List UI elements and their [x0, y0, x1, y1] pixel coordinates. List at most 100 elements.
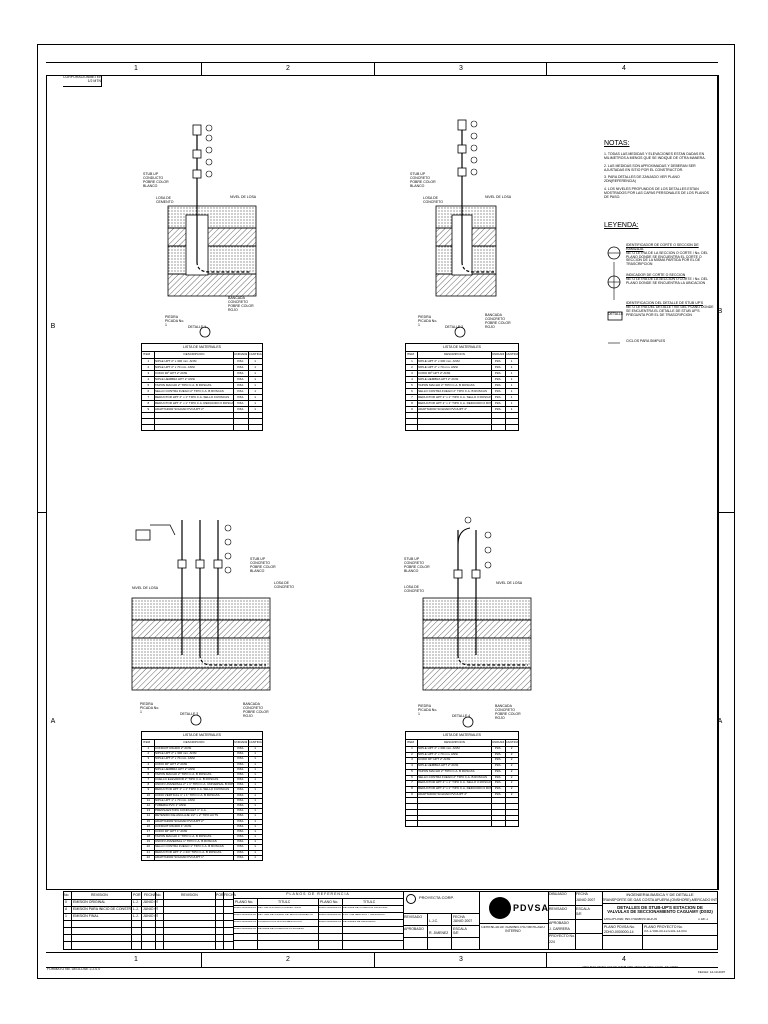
materials-item-cell: 5 [411, 768, 413, 773]
rev-row-por: L.J. [133, 907, 139, 911]
materials-table-caption: LISTA DE MATERIALES [142, 732, 262, 740]
zone-divider-left [37, 512, 46, 513]
materials-quantity-cell [249, 424, 262, 430]
materials-header-cell: DESCRIPCION [183, 352, 205, 356]
materials-quantity-cell: 1 [254, 407, 256, 411]
materials-description-cell: NIPLE HPT 2" x 70 mm. ANSI [154, 756, 195, 761]
zone-col-2-bottom: 2 [286, 956, 290, 963]
materials-table-row [406, 797, 518, 805]
materials-description-cell: PRENSAESTOPA CONDULET 1" C.A. [154, 808, 207, 813]
materials-quantity-cell: 1 [254, 803, 256, 807]
note-item: 2. LAS MEDIDAS SON APROXIMADAS Y DEBERAN… [604, 163, 696, 172]
materials-units-cell: PZA. [494, 774, 502, 779]
note-item: 1. TODAS LAS MEDIDAS Y ELEVACIONES ESTAN… [604, 152, 706, 160]
materials-units-cell: PZA. [237, 803, 245, 807]
escala-label: ESCALA [576, 907, 590, 911]
ref-row-plano: 2DHO-0000000-01 [234, 907, 256, 909]
zone-row-b-right: B [717, 308, 723, 315]
materials-item-cell: 1 [411, 359, 413, 363]
materials-item-cell: 6 [411, 389, 413, 393]
materials-description-cell: NIPLE HEMBRA HPT 2" ANSI [418, 377, 459, 381]
materials-quantity-cell: 1 [254, 746, 256, 750]
materials-header-cell: UNIDADES [234, 740, 247, 744]
ref-row-plano-2: 2DHO-0000000-03 [319, 921, 341, 923]
drawing-sheet-frame [37, 44, 735, 979]
stamp-line-1: CORPORACIONMETER [63, 75, 102, 79]
materials-item-cell: 6 [147, 389, 150, 393]
rev-header-fecha: FECHA [144, 893, 156, 897]
detail-4-tag: DETALLE 4 [452, 714, 471, 719]
materials-description-cell: NIPLE HPT 2" x 70 mm. ANSI [418, 365, 458, 369]
rev-row-no: 1 [65, 914, 67, 918]
materials-description-cell: TAPON MACHO 1" TIPO C.A. B ROSCAS [154, 834, 212, 839]
materials-description-cell: NIPLE HPT 2" x 300 mm. ANSI [418, 359, 460, 363]
materials-quantity-cell: 2 [510, 763, 513, 768]
detail-1-label-stub: STUB UP CONDUCTO POBRE COLOR BLANCO [143, 172, 169, 188]
dibujado-value: J. CARRERA [549, 927, 570, 931]
materials-description-cell: NIPLE HEMBRA HPT 2" ANSI [154, 766, 196, 771]
materials-units-cell: PZA. [237, 818, 245, 823]
signature-block: DIBUJADO FECHA JUNIO 2007 REVISADO ESCAL… [548, 891, 603, 950]
materials-description-cell: REDUCTOR HPT 2" x 1" TIPO C.A. SELLO 0 R… [154, 787, 230, 792]
ref-row-titulo-2: DETALLE DE CONEXION PRINCIPAL [343, 907, 388, 909]
materials-quantity-cell: 1 [254, 359, 256, 363]
company-role-label: REVISADO [404, 915, 423, 919]
materials-item-cell: 7 [147, 395, 150, 399]
materials-quantity-cell: 1 [254, 365, 256, 369]
materials-header-cell: DESCRIPCION [444, 352, 465, 356]
zone-col-3-bottom: 3 [459, 956, 463, 963]
ref-row-plano: 2DHO-0000000-02 [234, 914, 256, 916]
rev-row-fecha: JUNIO 07 [143, 914, 159, 918]
notes-block: NOTAS: 1. TODAS LAS MEDIDAS Y ELEVACIONE… [604, 140, 712, 200]
materials-description-cell: CODO 90º HPT 2" ANSI [418, 757, 451, 762]
aprobado-label: APROBADO [549, 921, 569, 925]
materials-quantity-cell: 2 [510, 791, 513, 796]
materials-item-cell [407, 820, 417, 826]
proyecto-label: PROYECTO No. [549, 934, 575, 938]
materials-quantity-cell: 2 [510, 774, 513, 779]
materials-header-cell: ITEM [142, 740, 151, 744]
legend-detail-tag: DETALLE [608, 312, 624, 316]
zone-row-a-left: A [50, 718, 56, 725]
materials-description-cell: TAPON MACHO 2" TIPO C.A. B ROSCAS [154, 383, 212, 387]
ref-row-titulo: DET. DEL DE UNIDAD DE SECCIONAMIENTO [258, 914, 313, 916]
rev-header-por-2: POR [216, 893, 224, 897]
materials-quantity-cell: 1 [254, 849, 256, 854]
materials-units-cell: PZA. [237, 401, 245, 405]
materials-table-row [406, 424, 518, 431]
materials-description-cell: ADAPTADOR SOLDAR PVC/HPT 2" [418, 407, 468, 411]
detail-3-tag: DETALLE 3 [180, 712, 198, 717]
note-item: 4. LOS NIVELES PROFUNDOS DE LOS DETALLES… [604, 187, 709, 199]
materials-units-cell: PZA. [237, 746, 245, 750]
materials-table-row [142, 412, 262, 419]
legend-symbols [607, 246, 623, 344]
materials-description-cell: UNION UNIVERSAL 1" TIPO C.A. B ROSCAS [154, 839, 217, 844]
materials-table-row [406, 412, 518, 419]
materials-quantity-cell: 1 [254, 766, 256, 771]
materials-table-header: ITEMDESCRIPCIONUNIDADESCANTIDAD [142, 351, 262, 359]
materials-quantity-cell: 1 [510, 395, 513, 399]
materials-item-cell: 15 [146, 818, 151, 823]
materials-units-cell: PZA. [237, 808, 245, 813]
materials-units-cell: PZA. [237, 766, 245, 771]
materials-item-cell: 10 [146, 792, 151, 797]
detail-4-num: 4 [468, 714, 471, 718]
materials-units-cell: PZA. [494, 768, 502, 773]
materials-item-cell: 2 [147, 365, 150, 369]
materials-units-cell: PZA. [494, 780, 502, 785]
materials-description-cell: NIPLE HEMBRA HPT 2" ANSI [154, 377, 196, 381]
